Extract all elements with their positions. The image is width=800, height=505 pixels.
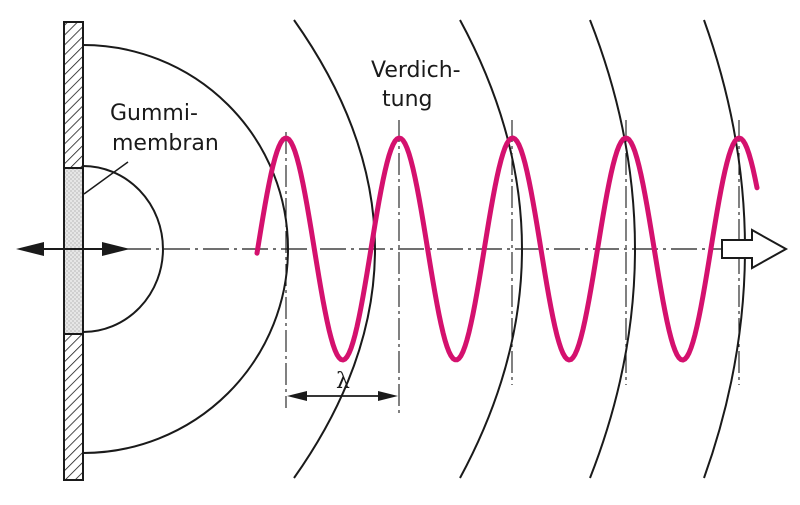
rubber-membrane [63,167,84,335]
wavefront-arc [589,19,636,479]
membrane-leader-line [83,161,129,195]
arrowhead-left [16,242,44,256]
wavefront-small-semicircle [82,165,164,333]
arrowhead-right [102,242,130,256]
arrowhead-right [378,391,398,401]
arrowhead-left [287,391,307,401]
compression-label-line2: tung [382,87,432,112]
pressure-sine-wave [254,135,760,363]
membrane-label-line1: Gummi- [110,101,198,126]
membrane-oscillation-arrow [16,242,130,256]
wavefront-arc [459,19,523,479]
wavelength-label: λ [336,369,350,394]
wall-upper-hatched [63,21,84,169]
compression-label-line1: Verdich- [371,58,461,83]
propagation-direction-arrow [721,228,789,270]
wavelength-dimension: λ [287,369,398,401]
wavefront-large-semicircle [82,44,289,454]
membrane-label-line2: membran [112,131,219,156]
wall [63,21,84,481]
wavefront-arc [293,19,376,479]
wall-lower-hatched [63,333,84,481]
